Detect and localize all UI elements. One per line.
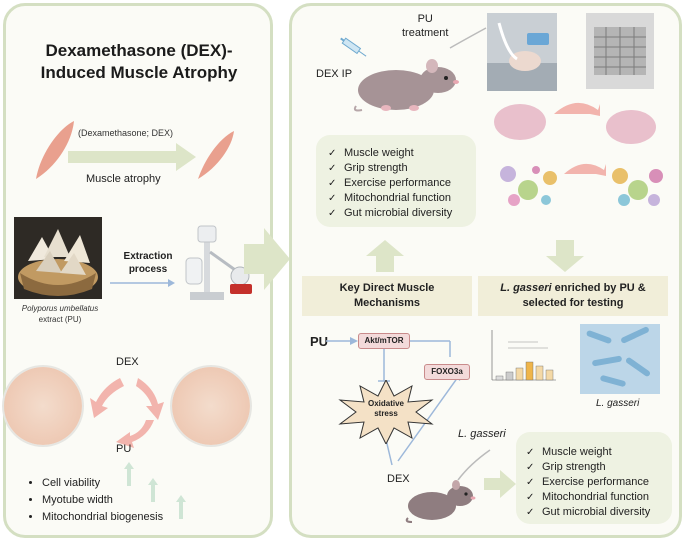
gavage-tube-icon [449, 27, 487, 49]
outcome-item: Myotube width [42, 492, 163, 509]
outcome-item: Cell viability [42, 475, 163, 492]
enriched-rest: enriched by PU & [551, 282, 646, 294]
dex-label: DEX [387, 473, 410, 485]
cycle-dex-label: DEX [116, 356, 139, 368]
muscle-section-pu [606, 110, 656, 144]
down-arrow-icon [546, 240, 584, 272]
enriched-box: L. gasseri enriched by PU & selected for… [478, 276, 668, 316]
ox-line1: Oxidative [367, 399, 404, 408]
left-title-line1: Dexamethasone (DEX)- [45, 41, 233, 60]
lgasseri-image-caption: L. gasseri [596, 398, 640, 409]
left-title-line2: Induced Muscle Atrophy [40, 63, 238, 82]
culture-dish-right [172, 367, 250, 445]
extraction-label-line1: Extraction [123, 251, 173, 262]
microbiota-after-icon [612, 168, 663, 206]
curved-arrow-icon [564, 163, 606, 176]
extraction-label-line2: process [128, 264, 168, 275]
top-outcomes-box [316, 135, 476, 227]
outcome-item: ✓Grip strength [526, 461, 606, 473]
lgasseri-label: L. gasseri [458, 428, 506, 440]
mechanisms-line2: Mechanisms [353, 297, 421, 309]
increase-arrow-icon [148, 478, 158, 502]
increase-arrow-icon [124, 462, 134, 486]
curved-arrow-icon [554, 102, 600, 116]
top-outcomes-list: ✓Muscle weight ✓Grip strength ✓Exercise … [328, 146, 452, 221]
extract-caption-line1: Polyporus umbellatus [21, 304, 99, 313]
ox-line2: stress [374, 409, 398, 418]
lgasseri-micrograph [580, 324, 660, 394]
pu-label: PU [310, 334, 329, 349]
muscle-icon-atrophied [198, 131, 234, 179]
outcome-item: ✓Grip strength [328, 162, 408, 174]
enriched-line1: L. gasseri enriched by PU & [478, 281, 668, 296]
cell-outcomes-list: Cell viability Myotube width Mitochondri… [28, 475, 163, 526]
gavage-photo [487, 13, 557, 91]
check-icon: ✓ [526, 477, 535, 488]
check-icon: ✓ [328, 178, 337, 189]
bottom-outcomes-box [516, 432, 672, 524]
muscle-atrophy-label: Muscle atrophy [86, 173, 161, 185]
microbiota-before-icon [500, 166, 557, 206]
enriched-species: L. gasseri [500, 282, 552, 294]
mouse-icon [353, 59, 459, 112]
mushroom-extract-image [14, 217, 102, 299]
outcome-item: ✓Mitochondrial function [526, 491, 650, 503]
oxidative-stress-label: Oxidative stress [358, 399, 414, 419]
check-icon: ✓ [526, 507, 535, 518]
pu-treatment-line1: PU [417, 13, 433, 25]
exercise-apparatus-photo [586, 13, 654, 89]
enriched-line2: selected for testing [522, 297, 624, 309]
abundance-chart-thumbnail [491, 330, 556, 381]
muscle-section-dex [494, 104, 546, 140]
outcome-item: ✓Mitochondrial function [328, 192, 452, 204]
mechanisms-line1: Key Direct Muscle [339, 282, 435, 294]
left-title: Dexamethasone (DEX)- Induced Muscle Atro… [20, 40, 258, 84]
increase-arrow-icon [176, 495, 186, 519]
outcome-item: ✓Exercise performance [328, 177, 451, 189]
cycle-pu-label: PU [116, 443, 132, 455]
muscle-icon-normal [36, 121, 74, 179]
culture-dish-left [4, 367, 82, 445]
oxidative-stress-burst [338, 380, 434, 444]
outcome-item: ✓Exercise performance [526, 476, 649, 488]
extract-caption-line2: extract (PU) [38, 315, 82, 324]
dex-ip-label: DEX IP [316, 68, 353, 80]
foxo3a-box: FOXO3a [424, 364, 470, 380]
mechanisms-box: Key Direct Muscle Mechanisms [302, 276, 472, 316]
check-icon: ✓ [526, 492, 535, 503]
syringe-icon [340, 37, 367, 57]
green-arrow-right [68, 143, 196, 171]
check-icon: ✓ [328, 193, 337, 204]
panel-transition-arrow [244, 228, 290, 290]
extract-caption: Polyporus umbellatus extract (PU) [8, 303, 112, 325]
outcome-item: Mitochondrial biogenesis [42, 509, 163, 526]
check-icon: ✓ [526, 462, 535, 473]
extraction-label: Extraction process [118, 250, 178, 276]
check-icon: ✓ [328, 208, 337, 219]
extraction-arrow [110, 279, 175, 287]
cycle-arrows [90, 378, 164, 448]
mouse-icon [405, 480, 476, 523]
outcome-item: ✓Gut microbial diversity [526, 506, 651, 518]
outcome-item: ✓Muscle weight [328, 147, 414, 159]
pu-treatment-label: PU treatment [402, 12, 448, 40]
outcome-item: ✓Muscle weight [526, 446, 612, 458]
pu-treatment-line2: treatment [402, 27, 449, 39]
check-icon: ✓ [328, 163, 337, 174]
gavage-tube-icon [457, 449, 491, 481]
up-arrow-icon [366, 240, 404, 272]
bottom-outcomes-list: ✓Muscle weight ✓Grip strength ✓Exercise … [526, 445, 650, 520]
check-icon: ✓ [328, 148, 337, 159]
outcome-item: ✓Gut microbial diversity [328, 207, 453, 219]
akt-mtor-box: Akt/mTOR [358, 333, 410, 349]
green-arrow-right [484, 470, 516, 498]
dex-arrow-label: (Dexamethasone; DEX) [78, 128, 174, 138]
check-icon: ✓ [526, 447, 535, 458]
